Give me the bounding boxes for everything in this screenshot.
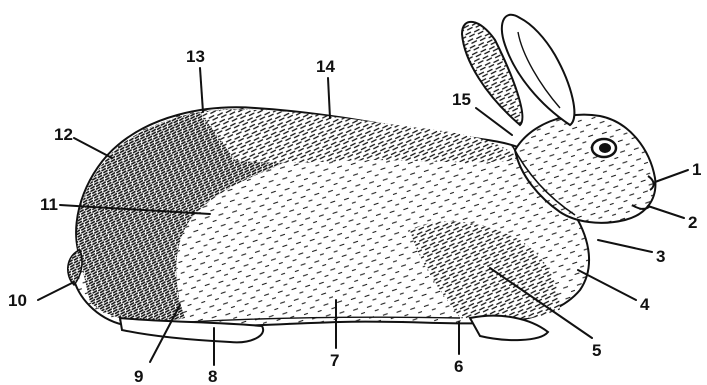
label-4: 4	[640, 295, 650, 314]
rabbit-pupil	[599, 143, 611, 153]
label-15: 15	[452, 90, 471, 109]
leader-12	[74, 138, 112, 158]
label-2: 2	[688, 213, 697, 232]
leader-3	[598, 240, 652, 252]
label-3: 3	[656, 247, 665, 266]
label-1: 1	[692, 160, 701, 179]
rabbit-illustration	[68, 15, 656, 343]
label-5: 5	[592, 341, 601, 360]
label-12: 12	[54, 125, 73, 144]
label-9: 9	[134, 367, 143, 385]
label-13: 13	[186, 47, 205, 66]
label-14: 14	[316, 57, 335, 76]
rabbit-front-paw	[470, 316, 548, 340]
leader-2	[648, 206, 684, 218]
leader-4	[578, 270, 636, 300]
label-6: 6	[454, 357, 463, 376]
leader-1	[655, 170, 688, 182]
leader-10	[38, 282, 74, 300]
label-8: 8	[208, 367, 217, 385]
label-10: 10	[8, 291, 27, 310]
label-7: 7	[330, 351, 339, 370]
rabbit-back-shading	[200, 110, 520, 163]
leader-14	[328, 78, 330, 118]
leader-13	[200, 68, 203, 112]
label-11: 11	[40, 195, 58, 214]
